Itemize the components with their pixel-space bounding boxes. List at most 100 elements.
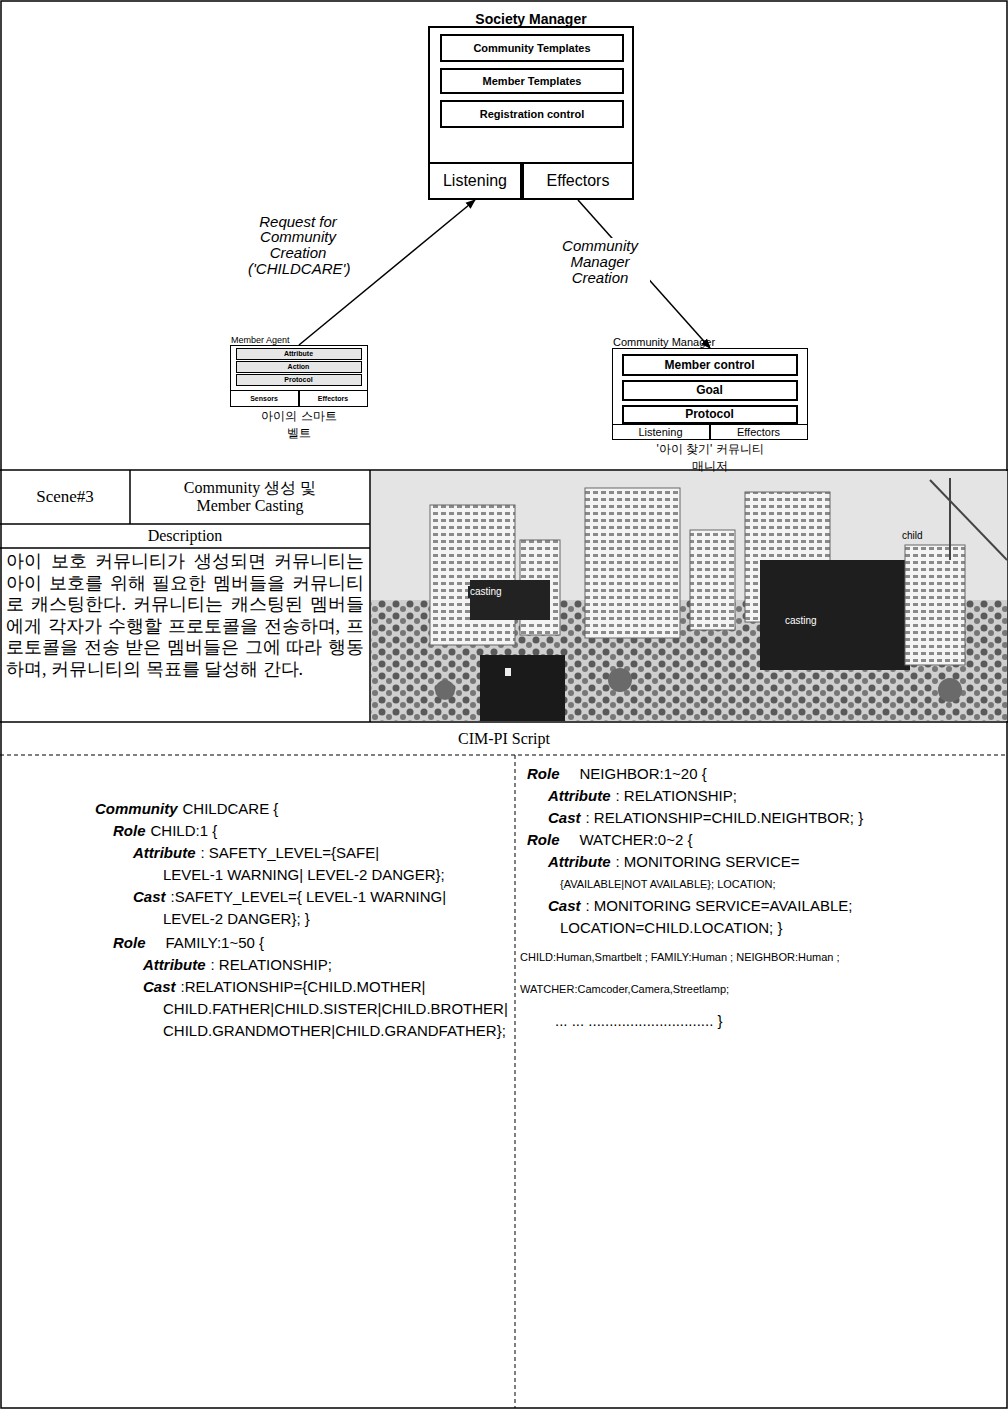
box-label: Sensors: [250, 395, 278, 402]
agent-box: Member Agent아이의 스마트벨트AttributeActionProt…: [230, 345, 368, 407]
box-label: Effectors: [547, 172, 610, 190]
script-code: CHILD.GRANDMOTHER|CHILD.GRANDFATHER};: [163, 1022, 506, 1040]
box-label: Member Templates: [483, 75, 582, 87]
dashed-dividers: [0, 755, 1008, 1408]
script-code: :RELATIONSHIP={CHILD.MOTHER|: [181, 978, 426, 996]
box-label: Protocol: [284, 376, 312, 383]
script-line: CHILD.FATHER|CHILD.SISTER|CHILD.BROTHER|: [163, 1000, 508, 1018]
script-line: {AVAILABLE|NOT AVAILABLE}; LOCATION;: [560, 875, 776, 893]
box-heading: Society Manager: [430, 11, 632, 27]
box-label: 아이 보호 커뮤니티가 생성되면 커뮤니티는 아이 보호를 위해 필요한 멤버들…: [6, 551, 364, 679]
script-code: {AVAILABLE|NOT AVAILABLE}; LOCATION;: [560, 875, 776, 893]
illustration-tag: casting: [468, 586, 504, 598]
port-box: Listening: [428, 162, 522, 200]
script-keyword: Attribute: [548, 853, 611, 871]
script-code: CHILD:Human,Smartbelt ; FAMILY:Human ; N…: [520, 948, 840, 966]
box-label: Goal: [696, 383, 723, 397]
manager-box: Society ManagerCommunity TemplatesMember…: [428, 26, 634, 200]
agent-port: Sensors: [230, 390, 299, 407]
illustration-tag: child: [900, 530, 925, 542]
script-line: Cast : RELATIONSHIP=CHILD.NEIGHTBOR; }: [548, 809, 863, 827]
script-keyword: Role: [113, 822, 146, 840]
script-code: ... ... .............................. }: [555, 1012, 723, 1030]
script-line: CHILD:Human,Smartbelt ; FAMILY:Human ; N…: [520, 948, 840, 966]
box-heading: Community Manager: [613, 336, 715, 348]
box-label: Registration control: [480, 108, 585, 120]
box-label: CIM-PI Script: [458, 730, 550, 748]
script-code: CHILDCARE {: [183, 800, 279, 818]
box-caption: 아이의 스마트벨트: [259, 408, 339, 442]
script-line: ... ... .............................. }: [555, 1012, 723, 1030]
illustration-tag: casting: [783, 615, 819, 627]
description-body: 아이 보호 커뮤니티가 생성되면 커뮤니티는 아이 보호를 위해 필요한 멤버들…: [0, 548, 370, 722]
box-label: Attribute: [284, 350, 313, 357]
description-header: Description: [0, 524, 370, 548]
script-code: : RELATIONSHIP=CHILD.NEIGHTBOR; }: [586, 809, 864, 827]
edge-label: Community Manager Creation: [550, 238, 650, 285]
template-box: Member Templates: [440, 68, 624, 94]
script-code: : SAFETY_LEVEL={SAFE|: [201, 844, 380, 862]
script-line: RoleCHILD:1 {: [113, 822, 217, 840]
script-line: RoleWATCHER:0~2 {: [527, 831, 692, 849]
script-code: : MONITORING SERVICE=: [616, 853, 800, 871]
script-code: LEVEL-2 DANGER}; }: [163, 910, 310, 928]
port-box: Effectors: [522, 162, 634, 200]
manager-part: Protocol: [622, 405, 798, 424]
script-keyword: Attribute: [133, 844, 196, 862]
script-code: :SAFETY_LEVEL={ LEVEL-1 WARNING|: [171, 888, 447, 906]
manager-part: Goal: [622, 380, 798, 401]
script-code: CHILD.FATHER|CHILD.SISTER|CHILD.BROTHER|: [163, 1000, 508, 1018]
script-code: WATCHER:0~2 {: [580, 831, 693, 849]
script-keyword: Role: [113, 934, 146, 952]
script-line: Role FAMILY:1~50 {: [113, 934, 264, 952]
script-code: FAMILY:1~50 {: [166, 934, 265, 952]
template-box: Community Templates: [440, 34, 624, 62]
agent-part: Protocol: [236, 374, 362, 386]
script-keyword: Cast: [133, 888, 166, 906]
script-line: Community CHILDCARE {: [95, 800, 278, 818]
agent-part: Action: [236, 361, 362, 373]
script-code: : RELATIONSHIP;: [211, 956, 332, 974]
box-label: Community Templates: [473, 42, 590, 54]
manager-part: Member control: [622, 354, 798, 376]
community-manager-box: Community Manager'아이 찾기' 커뮤니티 매니저Member …: [612, 348, 808, 440]
script-line: LOCATION=CHILD.LOCATION; }: [560, 919, 782, 937]
script-header: CIM-PI Script: [0, 722, 1008, 755]
script-line: Cast :RELATIONSHIP={CHILD.MOTHER|: [143, 978, 425, 996]
script-code: : RELATIONSHIP;: [616, 787, 737, 805]
script-keyword: Attribute: [143, 956, 206, 974]
script-keyword: Cast: [548, 897, 581, 915]
script-line: RoleNEIGHBOR:1~20 {: [527, 765, 707, 783]
box-label: Community 생성 및 Member Casting: [170, 479, 330, 515]
script-line: WATCHER:Camcoder,Camera,Streetlamp;: [520, 980, 729, 998]
script-line: Cast: MONITORING SERVICE=AVAILABLE;: [548, 897, 852, 915]
edge-label: Request for Community Creation ('CHILDCA…: [248, 214, 348, 277]
script-line: Attribute : MONITORING SERVICE=: [548, 853, 800, 871]
box-label: Effectors: [318, 395, 348, 402]
script-code: LEVEL-1 WARNING| LEVEL-2 DANGER};: [163, 866, 445, 884]
box-heading: Member Agent: [231, 335, 290, 345]
box-label: Member control: [664, 358, 754, 372]
script-keyword: Cast: [143, 978, 176, 996]
box-label: Listening: [443, 172, 507, 190]
script-keyword: Attribute: [548, 787, 611, 805]
script-line: LEVEL-1 WARNING| LEVEL-2 DANGER};: [163, 866, 445, 884]
scene-cell: Scene#3: [0, 470, 130, 524]
manager-port: Effectors: [710, 424, 808, 440]
box-label: Description: [148, 527, 223, 545]
agent-part: Attribute: [236, 348, 362, 360]
box-label: Protocol: [685, 407, 734, 421]
box-label: Scene#3: [36, 487, 94, 507]
box-label: Listening: [638, 426, 682, 438]
script-code: LOCATION=CHILD.LOCATION; }: [560, 919, 782, 937]
box-label: Effectors: [737, 426, 780, 438]
city-scene: [371, 471, 1007, 721]
script-line: LEVEL-2 DANGER}; }: [163, 910, 310, 928]
script-code: WATCHER:Camcoder,Camera,Streetlamp;: [520, 980, 729, 998]
script-keyword: Community: [95, 800, 178, 818]
script-keyword: Cast: [548, 809, 581, 827]
box-label: Action: [288, 363, 310, 370]
script-line: Attribute : SAFETY_LEVEL={SAFE|: [133, 844, 379, 862]
